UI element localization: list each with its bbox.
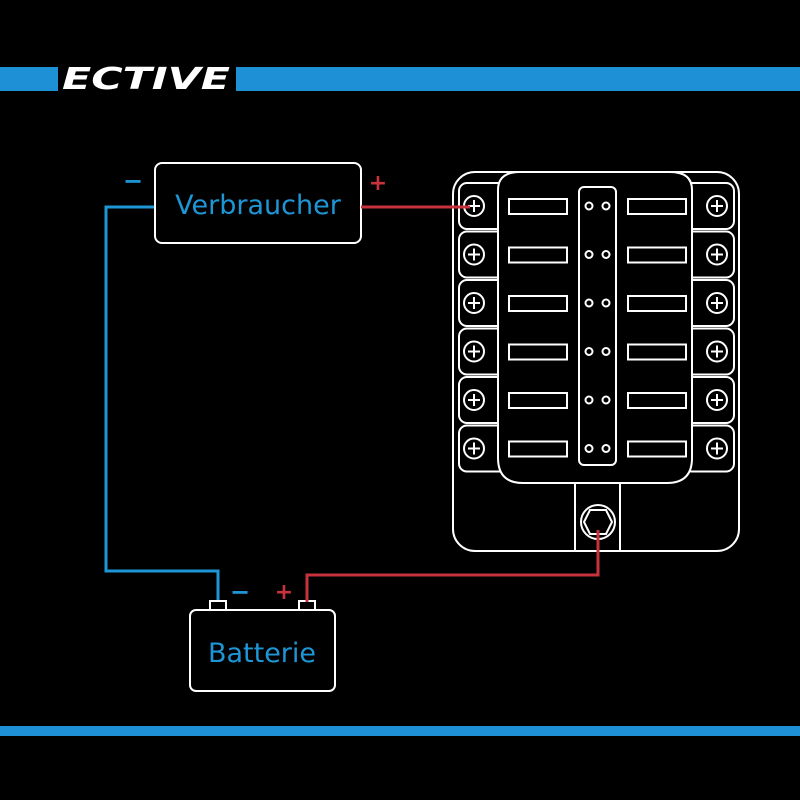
brand-logo: ECTIVE <box>62 62 231 97</box>
plus-cross-icon <box>468 248 480 261</box>
fuse-slot-right <box>627 343 687 361</box>
battery-label: Batterie <box>208 638 316 669</box>
fuse-slot-right <box>627 198 687 215</box>
load-plus-sign: + <box>369 171 387 196</box>
terminal-screw-right-icon <box>706 389 728 411</box>
bus-bar-hole <box>601 347 611 356</box>
top-banner-left <box>0 67 58 91</box>
bus-bar-hole <box>584 298 594 308</box>
bus-stud-hex-nut-icon <box>582 509 614 535</box>
bus-bar-hole <box>584 250 594 259</box>
bus-bar-hole <box>601 444 611 453</box>
bus-bar-hole <box>584 347 594 356</box>
bus-bar-hole <box>601 201 611 211</box>
bus-bar-hole <box>601 298 611 308</box>
terminal-screw-left-icon <box>463 389 485 411</box>
fuse-slot-left <box>508 392 568 409</box>
plus-cross-icon <box>711 200 723 212</box>
top-banner-right <box>236 67 800 91</box>
bus-bar-hole <box>584 201 594 211</box>
load-minus-sign: − <box>123 167 143 195</box>
plus-cross-icon <box>468 297 480 309</box>
plus-cross-icon <box>711 345 723 358</box>
fuse-slot-right <box>627 440 687 458</box>
bus-bar-hole <box>584 444 594 453</box>
bus-bar-hole <box>584 395 594 405</box>
bottom-banner <box>0 726 800 736</box>
terminal-screw-right-icon <box>706 292 728 314</box>
battery-plus-sign: + <box>275 580 293 605</box>
plus-cross-icon <box>468 394 480 406</box>
fuse-block <box>452 171 740 552</box>
fuse-slot-right <box>627 392 687 409</box>
load-component: Verbraucher − + <box>123 162 387 244</box>
terminal-screw-left-icon <box>463 340 485 363</box>
terminal-screw-right-icon <box>706 243 728 266</box>
fuse-slot-left <box>508 198 568 215</box>
bus-bar-hole <box>601 250 611 259</box>
negative-wire <box>104 205 220 602</box>
fuse-slot-left <box>508 343 568 361</box>
fuse-slot-right <box>627 295 687 312</box>
plus-cross-icon <box>711 297 723 309</box>
plus-cross-icon <box>468 345 480 358</box>
fuse-slot-left <box>508 295 568 312</box>
fuse-slot-right <box>627 246 687 264</box>
battery-minus-sign: − <box>230 578 250 606</box>
plus-cross-icon <box>711 394 723 406</box>
load-label: Verbraucher <box>175 190 342 221</box>
plus-cross-icon <box>711 248 723 261</box>
battery-component: Batterie − + <box>189 578 336 692</box>
terminal-screw-left-icon <box>463 292 485 314</box>
fuse-slot-left <box>508 440 568 458</box>
terminal-screw-right-icon <box>706 340 728 363</box>
terminal-screw-left-icon <box>463 437 485 460</box>
terminal-screw-right-icon <box>706 437 728 460</box>
bus-bar-strip <box>578 186 617 466</box>
positive-wire-battery <box>305 530 600 602</box>
terminal-screw-left-icon <box>463 243 485 266</box>
terminal-screw-right-icon <box>706 195 728 217</box>
plus-cross-icon <box>468 442 480 455</box>
fuse-slot-left <box>508 246 568 264</box>
bus-bar-hole <box>601 395 611 405</box>
plus-cross-icon <box>711 442 723 455</box>
